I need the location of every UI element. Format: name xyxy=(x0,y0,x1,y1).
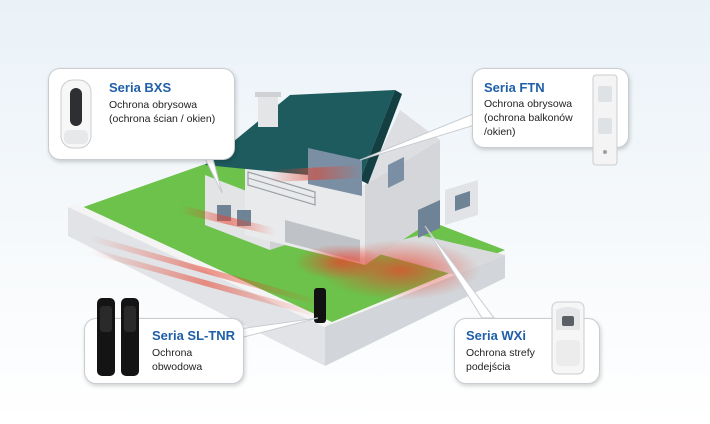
wxi-title: Seria WXi xyxy=(466,328,526,343)
beam-perimeter xyxy=(90,235,320,306)
wxi-description: Ochrona strefy podejścia xyxy=(466,347,535,373)
approach-zone-inner xyxy=(295,244,385,280)
beam-perimeter-2 xyxy=(90,248,320,318)
sl-tnr-title: Seria SL-TNR xyxy=(152,328,236,343)
side-window xyxy=(388,157,404,188)
sl-tnr-post xyxy=(314,288,326,323)
house-side-wall xyxy=(365,140,440,265)
side-shed-window xyxy=(455,191,470,211)
beam-wall-left xyxy=(180,205,275,236)
beam-balcony xyxy=(270,165,362,182)
sl-tnr-description: Ochrona obwodowa xyxy=(152,347,203,373)
chimney xyxy=(258,95,278,127)
callout-bxs: Seria BXS Ochrona obrysowa (ochrona ścia… xyxy=(48,68,235,160)
garage-door xyxy=(418,200,440,238)
perimeter-wall-top xyxy=(68,203,332,327)
ftn-title: Seria FTN xyxy=(484,80,545,95)
house-roof-edge xyxy=(360,90,402,184)
ftn-description: Ochrona obrysowa (ochrona balkonów /okie… xyxy=(484,98,573,138)
chimney-cap xyxy=(255,92,281,97)
sl-tnr-beam-icon xyxy=(94,296,142,378)
balcony xyxy=(247,171,316,206)
wxi-detector-icon xyxy=(548,300,588,376)
bxs-description: Ochrona obrysowa (ochrona ścian / okien) xyxy=(109,99,216,125)
ftn-detector-icon xyxy=(591,74,619,166)
bxs-detector-icon xyxy=(58,78,94,150)
bxs-title: Seria BXS xyxy=(109,80,172,95)
balcony-rail xyxy=(247,177,316,199)
